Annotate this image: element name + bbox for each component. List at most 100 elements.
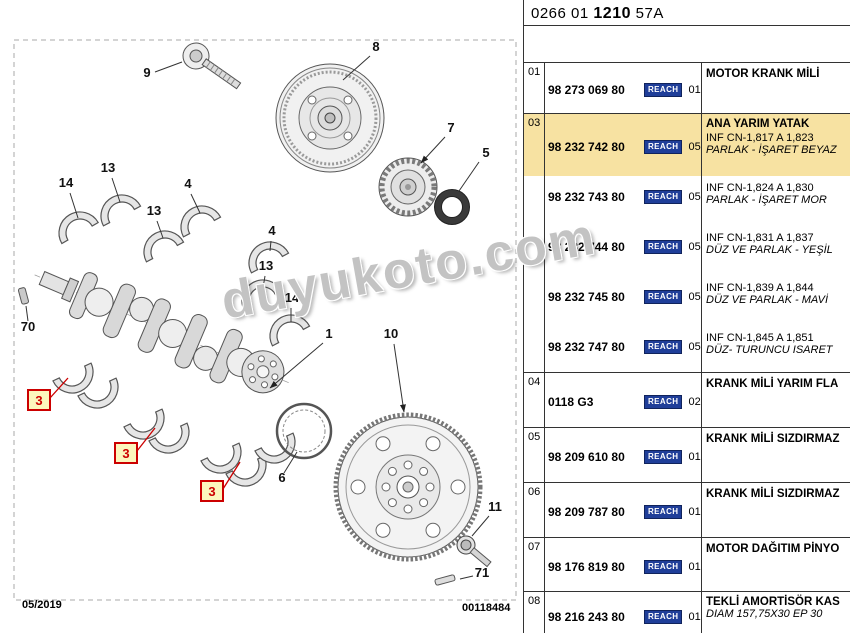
hub-sprocket-part	[378, 157, 438, 217]
variant-row[interactable]: 98 232 745 80 REACH 05 INF CN-1,839 A 1,…	[524, 276, 850, 326]
table-row-08[interactable]: 08 98 216 243 80 REACH 01 TEKLİ AMORTİSÖ…	[524, 591, 850, 633]
row-ref: 03	[528, 117, 541, 129]
reach-badge[interactable]: REACH	[644, 290, 683, 304]
parts-diagram: 9 8 7 5 14 13 4 13 4 13 14 70 1 10 6 11 …	[13, 39, 517, 614]
quantity: 01	[688, 561, 701, 573]
callout-7: 7	[447, 120, 454, 135]
quantity: 05	[688, 191, 701, 203]
quantity: 05	[688, 341, 701, 353]
row-ref: 04	[528, 376, 541, 388]
reach-badge[interactable]: REACH	[644, 450, 683, 464]
column-divider-desc	[701, 62, 702, 633]
part-title: MOTOR DAĞITIM PİNYO	[706, 543, 840, 555]
diagram-date: 05/2019	[22, 599, 62, 611]
part-number[interactable]: 98 176 819 80	[548, 560, 625, 574]
column-divider-ref	[544, 62, 545, 633]
table-row-06[interactable]: 06 98 209 787 80 REACH 01 KRANK MİLİ SIZ…	[524, 482, 850, 537]
quantity: 01	[688, 611, 701, 623]
callout-4: 4	[184, 176, 192, 191]
catalog-code-suffix: 57A	[630, 5, 664, 22]
pulley-bolt-part	[182, 42, 242, 90]
callout-4: 4	[268, 223, 276, 238]
callout-10: 10	[384, 326, 398, 341]
callout-71: 71	[475, 565, 489, 580]
part-number[interactable]: 98 216 243 80	[548, 610, 625, 624]
highlight-band	[524, 114, 850, 176]
parts-rows: 01 98 273 069 80 REACH 01 MOTOR KRANK Mİ…	[524, 62, 850, 633]
table-row-07[interactable]: 07 98 176 819 80 REACH 01 MOTOR DAĞITIM …	[524, 537, 850, 591]
part-number[interactable]: 98 232 744 80	[548, 240, 625, 254]
crankshaft-pulley-part	[275, 63, 385, 173]
quantity: 02	[688, 396, 701, 408]
variant-row[interactable]: 98 232 747 80 REACH 05 INF CN-1,845 A 1,…	[524, 326, 850, 376]
callout-13: 13	[147, 203, 161, 218]
callout-70: 70	[21, 319, 35, 334]
part-number[interactable]: 0118 G3	[548, 395, 594, 409]
part-title: ANA YARIM YATAK	[706, 118, 810, 130]
row-ref: 06	[528, 486, 541, 498]
part-number[interactable]: 98 232 745 80	[548, 290, 625, 304]
callout-3: 3	[208, 484, 215, 499]
flywheel-part	[333, 412, 483, 562]
part-number[interactable]: 98 209 787 80	[548, 505, 625, 519]
catalog-code-prefix: 0266 01	[531, 5, 594, 22]
size-range: INF CN-1,817 A 1,823	[706, 132, 814, 144]
row-ref: 01	[528, 66, 541, 78]
dowel-pin-part	[434, 574, 456, 586]
callout-5: 5	[482, 145, 489, 160]
part-title: MOTOR KRANK MİLİ	[706, 68, 820, 80]
table-row-01[interactable]: 01 98 273 069 80 REACH 01 MOTOR KRANK Mİ…	[524, 62, 850, 113]
reach-badge[interactable]: REACH	[644, 340, 683, 354]
table-row-03-group[interactable]: 03 ANA YARIM YATAK 98 232 742 80 REACH 0…	[524, 113, 850, 372]
reach-badge[interactable]: REACH	[644, 190, 683, 204]
callout-14: 14	[59, 175, 74, 190]
size-range: INF CN-1,824 A 1,830	[706, 182, 814, 194]
row-ref: 05	[528, 431, 541, 443]
variant-row[interactable]: 98 232 744 80 REACH 05 INF CN-1,831 A 1,…	[524, 226, 850, 276]
callout-11: 11	[488, 499, 502, 514]
table-row-04[interactable]: 04 0118 G3 REACH 02 KRANK MİLİ YARIM FLA	[524, 372, 850, 427]
quantity: 05	[688, 241, 701, 253]
table-row-05[interactable]: 05 98 209 610 80 REACH 01 KRANK MİLİ SIZ…	[524, 427, 850, 482]
callout-1: 1	[325, 326, 332, 341]
reach-badge[interactable]: REACH	[644, 140, 683, 154]
variant-row[interactable]: 98 232 742 80 REACH 05 INF CN-1,817 A 1,…	[524, 126, 850, 176]
color-mark: DÜZ VE PARLAK - YEŞİL	[706, 244, 833, 256]
reach-badge[interactable]: REACH	[644, 560, 683, 574]
seal-ring-part	[434, 189, 470, 225]
callout-13: 13	[259, 258, 273, 273]
diagram-sheet-number: 00118484	[462, 602, 511, 614]
part-title: TEKLİ AMORTİSÖR KAS	[706, 596, 840, 608]
catalog-code-header: 0266 01 1210 57A	[524, 0, 850, 26]
part-dimension: DIAM 157,75X30 EP 30	[706, 608, 823, 620]
variant-row[interactable]: 98 232 743 80 REACH 05 INF CN-1,824 A 1,…	[524, 176, 850, 226]
leader-lines	[25, 55, 490, 580]
callout-9: 9	[143, 65, 150, 80]
part-number[interactable]: 98 232 742 80	[548, 140, 625, 154]
part-number[interactable]: 98 232 743 80	[548, 190, 625, 204]
callout-3: 3	[122, 446, 129, 461]
callout-6: 6	[278, 470, 285, 485]
key-part	[17, 287, 29, 305]
reach-badge[interactable]: REACH	[644, 83, 683, 97]
part-title: KRANK MİLİ YARIM FLA	[706, 378, 839, 390]
catalog-code-main: 1210	[593, 5, 631, 22]
color-mark: PARLAK - İŞARET MOR	[706, 194, 827, 206]
flywheel-bolt-part	[456, 535, 492, 568]
row-ref: 08	[528, 595, 541, 607]
reach-badge[interactable]: REACH	[644, 240, 683, 254]
part-title: KRANK MİLİ SIZDIRMAZ	[706, 433, 840, 445]
rear-seal-part	[275, 402, 333, 460]
callout-14: 14	[285, 290, 300, 305]
reach-badge[interactable]: REACH	[644, 505, 683, 519]
callout-13: 13	[101, 160, 115, 175]
reach-badge[interactable]: REACH	[644, 610, 683, 624]
part-number[interactable]: 98 209 610 80	[548, 450, 625, 464]
callout-3: 3	[35, 393, 42, 408]
part-number[interactable]: 98 273 069 80	[548, 83, 625, 97]
quantity: 05	[688, 141, 701, 153]
part-number[interactable]: 98 232 747 80	[548, 340, 625, 354]
callout-8: 8	[372, 39, 379, 54]
reach-badge[interactable]: REACH	[644, 395, 683, 409]
